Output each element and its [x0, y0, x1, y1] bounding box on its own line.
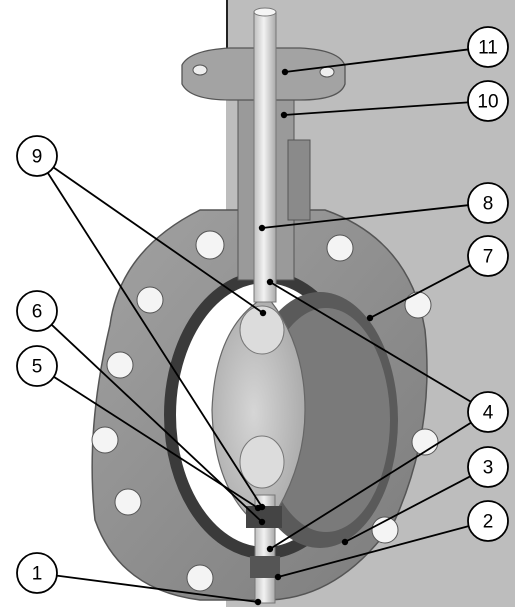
callout-circle [467, 80, 509, 122]
valve-stem [253, 11, 277, 303]
leader-line [283, 101, 469, 116]
leader-line [277, 525, 469, 578]
lug-hole [326, 234, 354, 262]
callout-7: 7 [366, 235, 509, 322]
callout-label: 10 [477, 92, 498, 113]
leader-line [47, 172, 263, 508]
lug-hole [91, 426, 119, 454]
callout-circle [16, 135, 58, 177]
leader-dot [281, 68, 289, 76]
callout-label: 4 [483, 403, 494, 424]
neck-rib [287, 139, 311, 221]
leader-dot [266, 545, 274, 553]
callout-11: 11 [281, 26, 509, 76]
callout-label: 8 [483, 194, 494, 215]
leader-line [369, 264, 471, 319]
flange-hole [192, 64, 208, 76]
callout-label: 5 [32, 357, 43, 378]
stem-top [253, 7, 277, 17]
callouts: 1 2 3 4 5 6 7 8 9 10 11 [16, 26, 509, 606]
leader-line [269, 281, 472, 403]
leader-dot [341, 538, 349, 546]
callout-2: 2 [274, 500, 509, 581]
lug-hole [136, 286, 164, 314]
callout-label: 11 [478, 38, 498, 59]
leader-line [56, 574, 259, 603]
lug-hole [114, 488, 142, 516]
callout-circle [467, 391, 509, 433]
callout-circle [467, 500, 509, 542]
callout-9: 9 [16, 135, 267, 511]
leader-dot [254, 598, 262, 606]
callout-circle [16, 290, 58, 332]
leader-dot [366, 314, 374, 322]
leader-dot [258, 503, 266, 511]
lug-hole [106, 351, 134, 379]
leader-dot [259, 309, 267, 317]
disc-hub-bottom [239, 435, 285, 489]
callout-circle [467, 26, 509, 68]
callout-circle [16, 552, 58, 594]
leader-dot [274, 573, 282, 581]
callout-circle [467, 446, 509, 488]
leader-line [284, 48, 469, 73]
callout-10: 10 [280, 80, 509, 122]
callout-5: 5 [16, 345, 262, 512]
callout-label: 7 [483, 247, 494, 268]
leader-dot [258, 518, 266, 526]
callout-4: 4 [266, 278, 509, 553]
lug-hole [404, 291, 432, 319]
callout-3: 3 [341, 446, 509, 546]
callout-6: 6 [16, 290, 266, 526]
callout-circle [467, 182, 509, 224]
leader-line [50, 324, 263, 523]
callout-1: 1 [16, 552, 262, 606]
leader-line [261, 204, 469, 229]
callout-label: 6 [32, 302, 43, 323]
leader-line [344, 475, 471, 543]
callout-label: 2 [483, 512, 494, 533]
callout-label: 1 [32, 564, 43, 585]
callout-label: 9 [32, 147, 43, 168]
disc-hub-top [239, 305, 285, 355]
flange-hole [319, 66, 335, 78]
leader-dot [280, 111, 288, 119]
leader-line [269, 421, 472, 550]
callout-label: 3 [483, 458, 494, 479]
lug-hole [186, 564, 214, 592]
callout-circle [467, 235, 509, 277]
callout-circle [16, 345, 58, 387]
callout-8: 8 [258, 182, 509, 232]
leader-dot [258, 224, 266, 232]
leader-line [52, 166, 264, 314]
bushing-lower [246, 506, 282, 528]
bushing-lower-2 [250, 556, 280, 578]
lug-hole [195, 230, 225, 260]
leader-dot [266, 278, 274, 286]
